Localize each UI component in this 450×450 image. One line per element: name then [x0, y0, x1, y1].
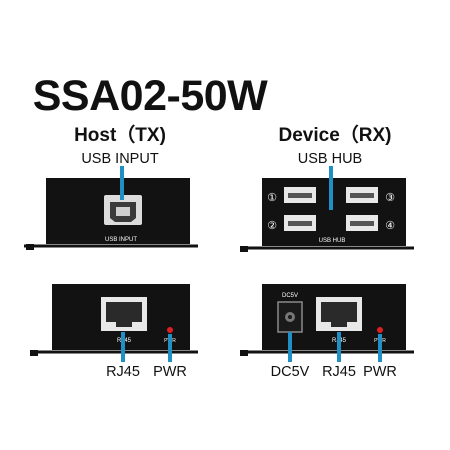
dc-panel-text: DC5V: [282, 293, 298, 299]
device-pwr-label: PWR: [363, 364, 397, 380]
pwr-led-icon: [167, 327, 173, 333]
usb-a-port-icon: [284, 187, 316, 203]
usb-a-port-icon: [346, 187, 378, 203]
device-bottom-unit: DC5V RJ45 PWR: [240, 284, 414, 356]
usb-hub-label: USB HUB: [297, 151, 363, 167]
device-top-unit: ① ② ③ ④ USB HUB: [240, 178, 414, 252]
usb-b-port-icon: [104, 195, 142, 225]
port-number-4: ④: [385, 219, 395, 232]
usb-a-port-icon: [284, 215, 316, 231]
device-header: Device（RX): [278, 125, 392, 146]
host-bottom-unit: RJ45 PWR: [30, 284, 198, 356]
host-rj45-label: RJ45: [106, 364, 140, 380]
host-pwr-label: PWR: [153, 364, 187, 380]
rj45-port-icon: [101, 297, 147, 331]
usb-input-label: USB INPUT: [81, 151, 159, 167]
port-number-2: ②: [267, 219, 277, 232]
port-number-1: ①: [267, 191, 277, 204]
product-title: SSA02-50W: [32, 72, 268, 120]
device-usb-hub-panel-text: USB HUB: [319, 238, 346, 244]
device-rj45-label: RJ45: [322, 364, 356, 380]
port-number-3: ③: [385, 191, 395, 204]
pwr-led-icon: [377, 327, 383, 333]
host-header: Host（TX): [74, 125, 166, 146]
host-usb-panel-text: USB INPUT: [105, 237, 137, 243]
dc-jack-icon: [277, 301, 303, 333]
rj45-port-icon: [316, 297, 362, 331]
device-dc5v-label: DC5V: [270, 364, 310, 380]
usb-a-port-icon: [346, 215, 378, 231]
host-top-unit: USB INPUT: [24, 178, 198, 250]
